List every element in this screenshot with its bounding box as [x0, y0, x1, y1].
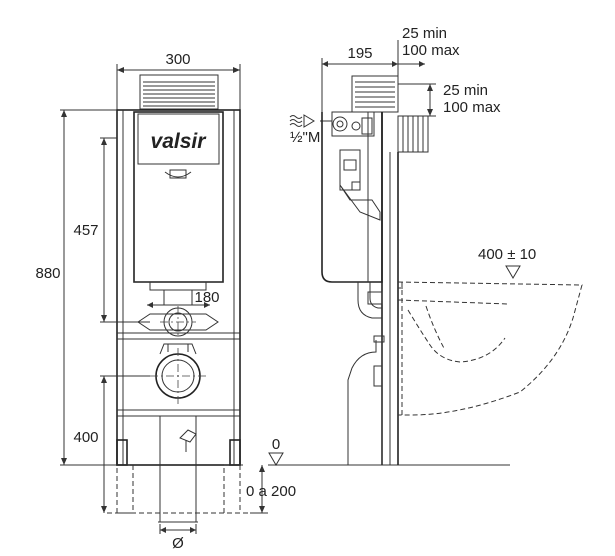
side-view: 195 25 min 100 max 25 min 100 max	[289, 25, 501, 465]
dim-height-400: 400	[73, 429, 98, 446]
dim-diameter: Ø	[172, 535, 184, 552]
dim-adjust-range: 0 a 200	[246, 483, 296, 500]
dim-offset-side-max: 100 max	[443, 99, 501, 116]
dim-height-457: 457	[73, 222, 98, 239]
dim-offset-top-max: 100 max	[402, 42, 460, 59]
brand-logo: valsir	[151, 130, 208, 153]
floor-level-label: 0	[272, 436, 280, 453]
dim-height-total: 880	[35, 265, 60, 282]
flush-plate-grille	[143, 81, 215, 107]
water-inlet-icon	[289, 114, 315, 128]
dim-width-front: 300	[165, 51, 190, 68]
dim-bowl-height: 400 ± 10	[478, 246, 536, 263]
dim-offset-side-min: 25 min	[443, 82, 488, 99]
bowl-height-marker: 400 ± 10	[478, 246, 536, 279]
wc-bowl-outline	[397, 281, 583, 416]
water-inlet-label: ½"M	[290, 129, 320, 146]
dim-width-180: 180	[194, 289, 219, 306]
front-view: 300 valsir 180	[35, 51, 250, 552]
dim-offset-top-min: 25 min	[402, 25, 447, 42]
wall-panel-hatch	[402, 116, 424, 152]
floor-level-marker: 0 0 a 200	[246, 436, 296, 514]
dim-depth-side: 195	[347, 45, 372, 62]
